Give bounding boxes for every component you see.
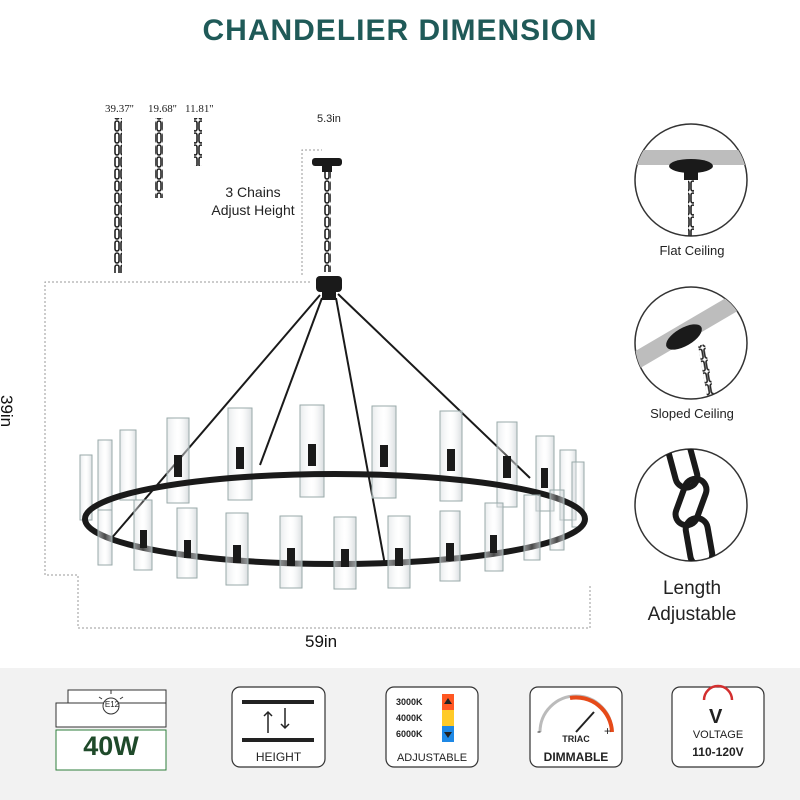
canopy bbox=[312, 158, 342, 172]
color-temp-list: 3000K 4000K 6000K bbox=[396, 694, 442, 742]
flat-ceiling-label: Flat Ceiling bbox=[659, 243, 725, 258]
height-label: HEIGHT bbox=[255, 750, 302, 764]
svg-text:+: + bbox=[604, 724, 611, 738]
chain-sample-long bbox=[114, 118, 122, 273]
canopy-dimension: 5.3in bbox=[317, 113, 341, 125]
chains-note-line2: Adjust Height bbox=[211, 202, 295, 218]
voltage-value: 110-120V bbox=[692, 745, 744, 759]
dimmer-gauge-icon: - + bbox=[529, 686, 623, 768]
dimension-guides bbox=[44, 149, 591, 629]
chain-link-icon bbox=[634, 448, 748, 562]
voltage-icon: V bbox=[671, 684, 765, 768]
candle-sockets bbox=[140, 444, 548, 567]
adjustable-label: ADJUSTABLE bbox=[396, 752, 468, 764]
color-temp-3000: 3000K bbox=[396, 697, 423, 707]
length-adjustable-label: Length Adjustable bbox=[630, 576, 754, 628]
length-label-line2: Adjustable bbox=[647, 604, 737, 625]
height-adjust-icon bbox=[231, 686, 326, 768]
svg-text:-: - bbox=[537, 724, 541, 738]
sloped-ceiling-label: Sloped Ceiling bbox=[650, 406, 734, 421]
bulb-socket-label: E12 bbox=[104, 700, 120, 709]
chain-length-long: 39.37'' bbox=[105, 103, 134, 115]
chain-sample-medium bbox=[155, 118, 163, 198]
hanging-chain bbox=[324, 172, 331, 272]
flat-ceiling-mount-icon bbox=[634, 123, 748, 237]
color-temp-6000: 6000K bbox=[396, 729, 423, 739]
length-label-line1: Length bbox=[662, 578, 722, 599]
chains-note-line1: 3 Chains bbox=[225, 184, 281, 200]
center-hub bbox=[316, 276, 342, 300]
svg-text:V: V bbox=[709, 706, 723, 728]
chain-length-short: 11.81'' bbox=[185, 103, 214, 115]
sloped-ceiling-mount-icon bbox=[634, 286, 748, 400]
color-temperature-icon bbox=[385, 686, 479, 768]
width-dimension: 59in bbox=[305, 632, 338, 651]
chain-length-medium: 19.68'' bbox=[148, 103, 177, 115]
triac-label: TRIAC bbox=[562, 734, 590, 744]
wattage-value: 40W bbox=[83, 731, 139, 761]
light-bulb-icon bbox=[55, 689, 167, 771]
height-dimension: 39in bbox=[0, 395, 16, 428]
dimmable-label: DIMMABLE bbox=[543, 750, 609, 764]
chain-sample-short bbox=[194, 118, 202, 166]
chains-note: 3 Chains Adjust Height bbox=[203, 183, 303, 219]
color-temp-4000: 4000K bbox=[396, 713, 423, 723]
voltage-label: VOLTAGE bbox=[692, 729, 744, 741]
page-title: CHANDELIER DIMENSION bbox=[202, 14, 598, 47]
